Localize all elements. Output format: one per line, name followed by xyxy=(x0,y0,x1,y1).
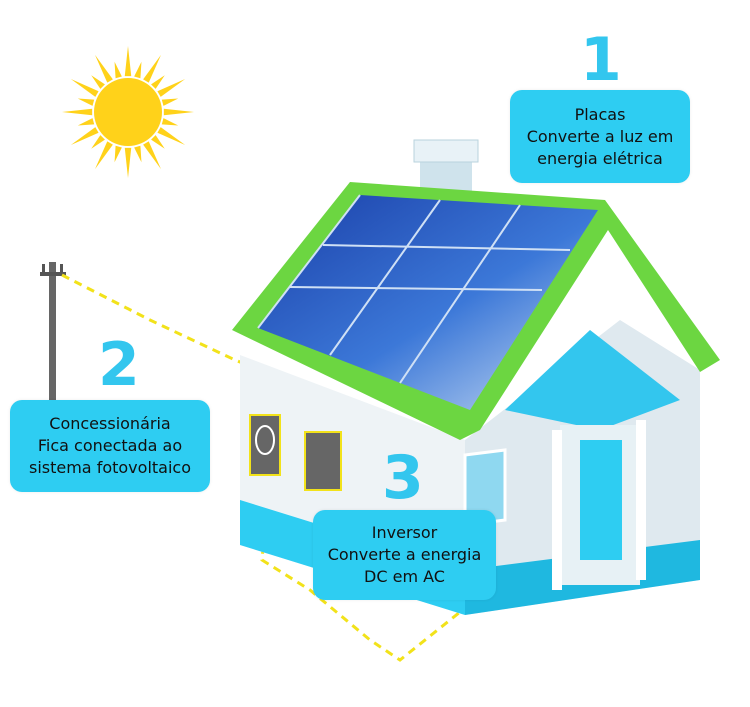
step-number-2: 2 xyxy=(98,330,140,400)
sun-icon xyxy=(62,46,194,178)
sun-ray xyxy=(151,135,165,149)
sun-ray xyxy=(134,145,142,163)
sun-ray xyxy=(143,54,161,83)
callout-placas: Placas Converte a luz em energia elétric… xyxy=(510,90,690,183)
sun-ray xyxy=(95,54,113,83)
callout-line: sistema fotovoltaico xyxy=(28,458,191,477)
sun-ray xyxy=(151,75,165,89)
callout-line: Converte a energia xyxy=(327,545,482,564)
callout-title: Concessionária xyxy=(49,414,171,433)
callout-title: Placas xyxy=(574,104,626,124)
callout-title: Inversor xyxy=(371,523,438,542)
sun-ray xyxy=(62,108,93,116)
inverter-icon xyxy=(304,431,342,491)
callout-line: energia elétrica xyxy=(537,148,663,168)
electric-wire xyxy=(61,273,557,662)
sun-ray xyxy=(91,135,105,149)
sun-ray xyxy=(114,145,122,163)
callout-inversor: Inversor Converte a energia DC em AC xyxy=(313,510,496,600)
callout-line: Converte a luz em xyxy=(526,126,674,146)
sun-ray xyxy=(157,127,186,145)
sun-ray xyxy=(161,98,179,106)
meter-icon xyxy=(249,414,281,476)
sun-ray xyxy=(124,147,132,178)
sun-ray xyxy=(77,98,95,106)
sun-ray xyxy=(157,79,186,97)
utility-pole-icon xyxy=(40,262,66,402)
sun-ray xyxy=(70,79,99,97)
sun-ray xyxy=(143,141,161,170)
window xyxy=(463,448,507,527)
sun-ray xyxy=(70,127,99,145)
sun-ray xyxy=(91,75,105,89)
sun-ray xyxy=(95,141,113,170)
callout-line: DC em AC xyxy=(364,567,445,586)
sun-ray xyxy=(124,46,132,77)
door xyxy=(580,440,622,560)
step-number-1: 1 xyxy=(580,25,622,95)
sun-ray xyxy=(77,118,95,126)
step-number-3: 3 xyxy=(382,443,424,513)
callout-line: Fica conectada ao xyxy=(37,436,183,455)
callout-concessionaria: Concessionária Fica conectada ao sistema… xyxy=(10,400,210,492)
sun-ray xyxy=(161,118,179,126)
sun-ray xyxy=(134,61,142,79)
sun-ray xyxy=(114,61,122,79)
sun-ray xyxy=(163,108,194,116)
